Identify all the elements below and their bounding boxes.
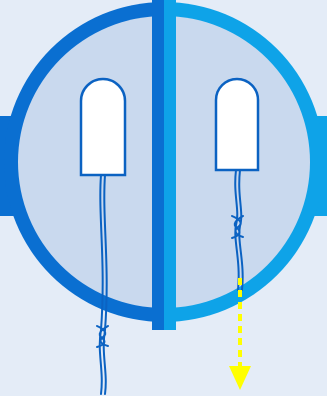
center-divider-right (164, 0, 176, 330)
center-divider-left (152, 0, 164, 330)
